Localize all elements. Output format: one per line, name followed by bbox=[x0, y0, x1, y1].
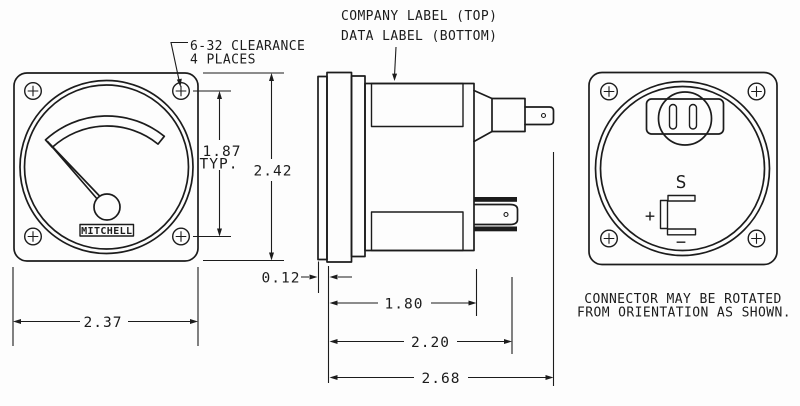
dim-overall-depth-value: 2.68 bbox=[422, 371, 461, 387]
company-label-area bbox=[370, 82, 464, 128]
rear-view: S + − bbox=[588, 71, 778, 266]
label-callout: COMPANY LABEL (TOP) DATA LABEL (BOTTOM) bbox=[341, 9, 497, 81]
meter-scale-arc bbox=[44, 115, 166, 149]
dimension-front-height: 2.42 bbox=[203, 72, 293, 262]
meter-bezel-outer-circle bbox=[19, 79, 194, 255]
screw-hole-icon bbox=[600, 229, 618, 248]
bezel-back-ring bbox=[350, 75, 366, 258]
dim-front-width-value: 2.37 bbox=[84, 315, 123, 331]
dim-hole-spacing-qualifier: TYP. bbox=[200, 157, 239, 173]
receptacle-body bbox=[645, 98, 725, 135]
receptacle-slot bbox=[668, 103, 678, 130]
brand-label-box bbox=[79, 223, 135, 237]
connector-lock-bar-top bbox=[474, 197, 517, 202]
rear-panel-plate bbox=[588, 71, 778, 266]
screw-hole-icon bbox=[747, 229, 766, 248]
screw-hole-icon bbox=[24, 227, 42, 246]
dim-hole-spacing-value: 1.87 bbox=[203, 144, 242, 160]
dimension-depth-with-connector: 2.20 bbox=[329, 277, 513, 354]
screw-hole-icon bbox=[171, 227, 191, 246]
side-view bbox=[317, 71, 555, 263]
receptacle-circle bbox=[657, 91, 713, 146]
receptacle-slot bbox=[688, 103, 698, 130]
screw-hole-icon bbox=[171, 81, 191, 101]
connector-note-line2: FROM ORIENTATION AS SHOWN. bbox=[577, 306, 791, 321]
terminal-s-label: S bbox=[676, 172, 687, 193]
dimension-overall-depth: 2.68 bbox=[329, 152, 555, 387]
bezel-front-lip bbox=[317, 75, 328, 261]
meter-bezel-inner-circle bbox=[23, 84, 190, 250]
data-label-note: DATA LABEL (BOTTOM) bbox=[341, 29, 497, 44]
meter-case-body bbox=[364, 82, 475, 252]
dimension-hole-spacing: 1.87 TYP. bbox=[193, 90, 242, 238]
stud-housing bbox=[491, 97, 526, 133]
data-label-area bbox=[370, 211, 464, 252]
stud-taper-lines bbox=[473, 89, 493, 143]
rear-case-outer-circle bbox=[594, 80, 771, 257]
terminal-blade-plus bbox=[659, 199, 669, 230]
dim-front-height-value: 2.42 bbox=[254, 164, 293, 180]
brand-label: MITCHELL bbox=[81, 226, 132, 237]
bottom-blade-terminal bbox=[474, 203, 519, 226]
connector-lock-bar-bottom bbox=[474, 226, 517, 232]
terminal-blade-s bbox=[667, 194, 696, 202]
dimension-front-width: 2.37 bbox=[12, 267, 199, 346]
dimension-bezel-lip: 0.12 bbox=[262, 261, 352, 383]
terminal-minus-label: − bbox=[676, 233, 686, 253]
rear-case-inner-circle bbox=[599, 85, 766, 252]
callout-arrow-line bbox=[394, 46, 397, 75]
callout-arrowhead bbox=[392, 73, 398, 81]
screw-hole-icon bbox=[600, 82, 618, 101]
connector-note-line1: CONNECTOR MAY BE ROTATED bbox=[584, 292, 781, 307]
company-label-note: COMPANY LABEL (TOP) bbox=[341, 9, 497, 24]
clearance-note-line1: 6-32 CLEARANCE bbox=[190, 39, 305, 54]
dim-bezel-lip-value: 0.12 bbox=[262, 271, 301, 287]
leader-line bbox=[170, 41, 188, 81]
clearance-note-line2: 4 PLACES bbox=[190, 53, 256, 68]
leader-arrowhead bbox=[176, 78, 182, 87]
clearance-note: 6-32 CLEARANCE 4 PLACES bbox=[170, 39, 305, 87]
bezel-ring bbox=[326, 71, 353, 263]
dim-case-depth-value: 1.80 bbox=[385, 297, 424, 313]
meter-needle-hub bbox=[93, 193, 121, 221]
dimension-case-depth: 1.80 bbox=[329, 269, 478, 316]
blade-hole bbox=[503, 211, 509, 218]
connector-note: CONNECTOR MAY BE ROTATED FROM ORIENTATIO… bbox=[577, 292, 791, 321]
front-panel-plate bbox=[13, 72, 199, 262]
screw-hole-icon bbox=[24, 81, 42, 101]
terminal-plus-label: + bbox=[645, 207, 655, 227]
terminal-blade-minus bbox=[666, 228, 697, 236]
screw-hole-icon bbox=[747, 82, 766, 101]
dim-depth-with-connector-value: 2.20 bbox=[411, 335, 450, 351]
front-view: MITCHELL bbox=[13, 72, 199, 262]
top-blade-terminal bbox=[524, 106, 555, 126]
blade-hole bbox=[540, 112, 547, 119]
